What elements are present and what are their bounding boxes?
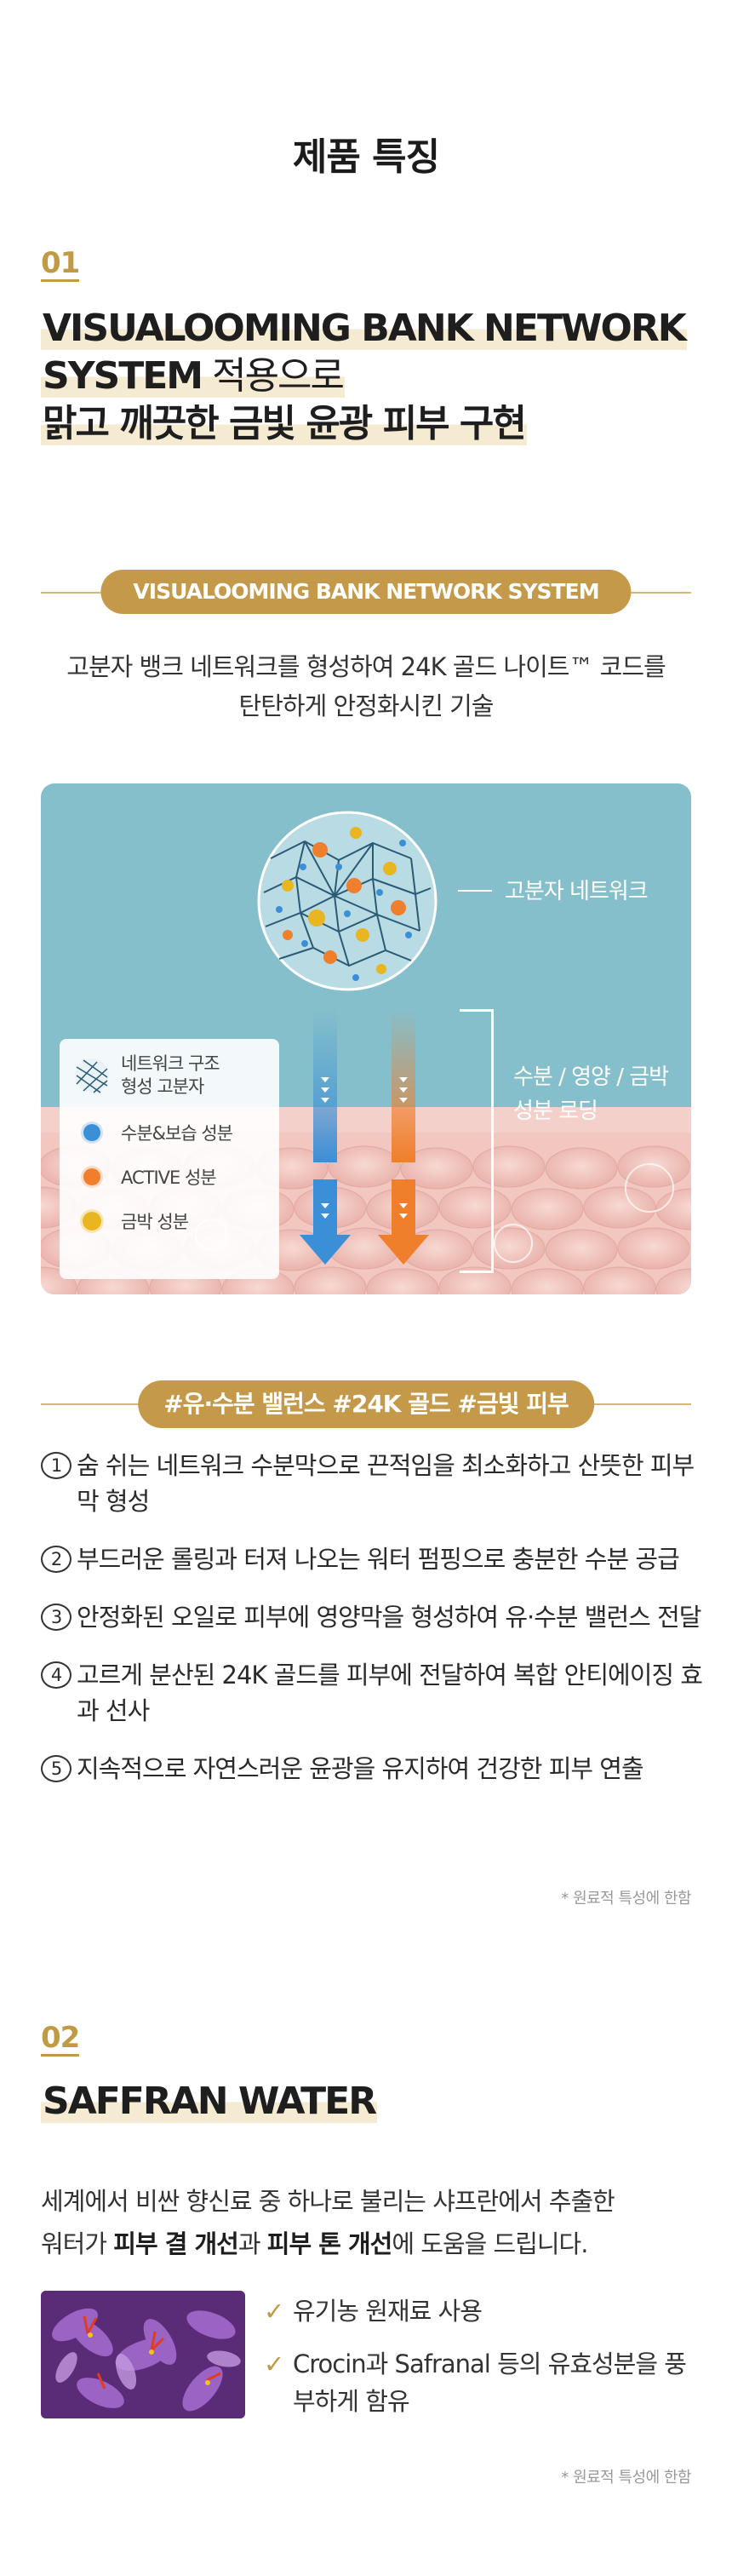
feature-text: 지속적으로 자연스러운 윤광을 유지하여 건강한 피부 연출 [77, 1754, 644, 1783]
legend-network-line2: 형성 고분자 [121, 1076, 204, 1097]
network-pointer-line [458, 890, 492, 892]
tag-badge: #유·수분 밸런스 #24K 골드 #금빛 피부 [138, 1380, 594, 1428]
system-description: 고분자 뱅크 네트워크를 형성하여 24K 골드 나이트™ 코드를 탄탄하게 안… [0, 647, 732, 726]
orange-dot-icon [83, 1168, 100, 1185]
emphasis-texture: 피부 결 개선 [113, 2229, 239, 2258]
feature-text: 부드러운 롤링과 터져 나오는 워터 펌핑으로 충분한 수분 공급 [77, 1545, 680, 1574]
list-item: ✓ 유기농 원재료 사용 [264, 2292, 706, 2330]
body-line2: 워터가 피부 결 개선과 피부 톤 개선에 도움을 드립니다. [41, 2229, 588, 2258]
headline-line3: 맑고 깨끗한 금빛 윤광 피부 구현 [41, 402, 527, 445]
check-icon: ✓ [264, 2297, 284, 2326]
number-badge: 1 [41, 1452, 71, 1479]
legend-item-moisture: 수분&보습 성분 [71, 1110, 267, 1155]
emphasis-tone: 피부 톤 개선 [266, 2229, 393, 2258]
legend-item-active: ACTIVE 성분 [71, 1155, 267, 1199]
legend-active-label: ACTIVE 성분 [121, 1168, 217, 1188]
legend-gold-label: 금박 성분 [121, 1212, 189, 1232]
section1-headline: VISUALOOMING BANK NETWORK SYSTEM 적용으로 맑고… [41, 305, 687, 448]
section-number-01: 01 [41, 246, 80, 282]
number-badge: 3 [41, 1604, 71, 1631]
polymer-network-ball [257, 811, 437, 991]
feature-text: 안정화된 오일로 피부에 영양막을 형성하여 유·수분 밸런스 전달 [77, 1603, 701, 1632]
list-item: ✓ Crocin과 Safranal 등의 유효성분을 풍부하게 함유 [264, 2345, 706, 2420]
loading-arrows [300, 1009, 429, 1265]
page-title: 제품 특징 [292, 135, 440, 179]
gold-dot-icon [83, 1212, 101, 1231]
blue-dot-icon [83, 1124, 100, 1141]
legend-network-line1: 네트워크 구조 [121, 1053, 220, 1074]
body-line1: 세계에서 비싼 향신료 중 하나로 불리는 샤프란에서 추출한 [41, 2187, 615, 2216]
section2-headline: SAFFRAN WATER [41, 2078, 377, 2126]
number-badge: 2 [41, 1546, 71, 1573]
disclaimer-note-1: * 원료적 특성에 한함 [561, 1890, 691, 1908]
diagram-legend: 네트워크 구조 형성 고분자 수분&보습 성분 ACTIVE 성분 금박 성분 [60, 1039, 279, 1279]
legend-moisture-label: 수분&보습 성분 [121, 1123, 233, 1144]
section-number-02: 02 [41, 2021, 80, 2057]
saffran-checklist: ✓ 유기농 원재료 사용 ✓ Crocin과 Safranal 등의 유효성분을 풍… [264, 2292, 706, 2435]
network-diagram: 고분자 네트워크 수분 / 영양 / 금박 성분 로딩 [41, 783, 691, 1294]
network-label: 고분자 네트워크 [505, 879, 649, 904]
disclaimer-note-2: * 원료적 특성에 한함 [561, 2469, 691, 2487]
legend-item-network: 네트워크 구조 형성 고분자 [71, 1053, 267, 1099]
feature-text: 숨 쉬는 네트워크 수분막으로 끈적임을 최소화하고 산뜻한 피부막 형성 [77, 1451, 695, 1516]
mesh-icon [75, 1059, 109, 1093]
loading-label: 수분 / 영양 / 금박 성분 로딩 [513, 1060, 669, 1128]
headline-line2-bold: SYSTEM [43, 354, 203, 398]
check-icon: ✓ [264, 2349, 284, 2378]
feature-text: 고르게 분산된 24K 골드를 피부에 전달하여 복합 안티에이징 효과 선사 [77, 1661, 703, 1725]
loading-label-line1: 수분 / 영양 / 금박 [513, 1064, 669, 1090]
desc-line1: 고분자 뱅크 네트워크를 형성하여 24K 골드 나이트™ 코드를 [66, 652, 666, 681]
number-badge: 4 [41, 1661, 71, 1689]
headline-line2-light: 적용으로 [202, 354, 345, 398]
check-text: Crocin과 Safranal 등의 유효성분을 풍부하게 함유 [293, 2349, 687, 2416]
headline-line1: VISUALOOMING BANK NETWORK [41, 307, 687, 350]
desc-line2: 탄탄하게 안정화시킨 기술 [238, 691, 495, 720]
headline-saffran: SAFFRAN WATER [41, 2080, 377, 2123]
legend-item-gold: 금박 성분 [71, 1199, 267, 1243]
section2-body: 세계에서 비싼 향신료 중 하나로 불리는 샤프란에서 추출한 워터가 피부 결… [41, 2180, 696, 2265]
saffron-flower-photo [41, 2291, 245, 2418]
system-badge: VISUALOOMING BANK NETWORK SYSTEM [100, 570, 632, 614]
check-text: 유기농 원재료 사용 [293, 2297, 483, 2326]
number-badge: 5 [41, 1755, 71, 1782]
loading-label-line2: 성분 로딩 [513, 1099, 598, 1124]
loading-bracket [460, 1009, 494, 1273]
